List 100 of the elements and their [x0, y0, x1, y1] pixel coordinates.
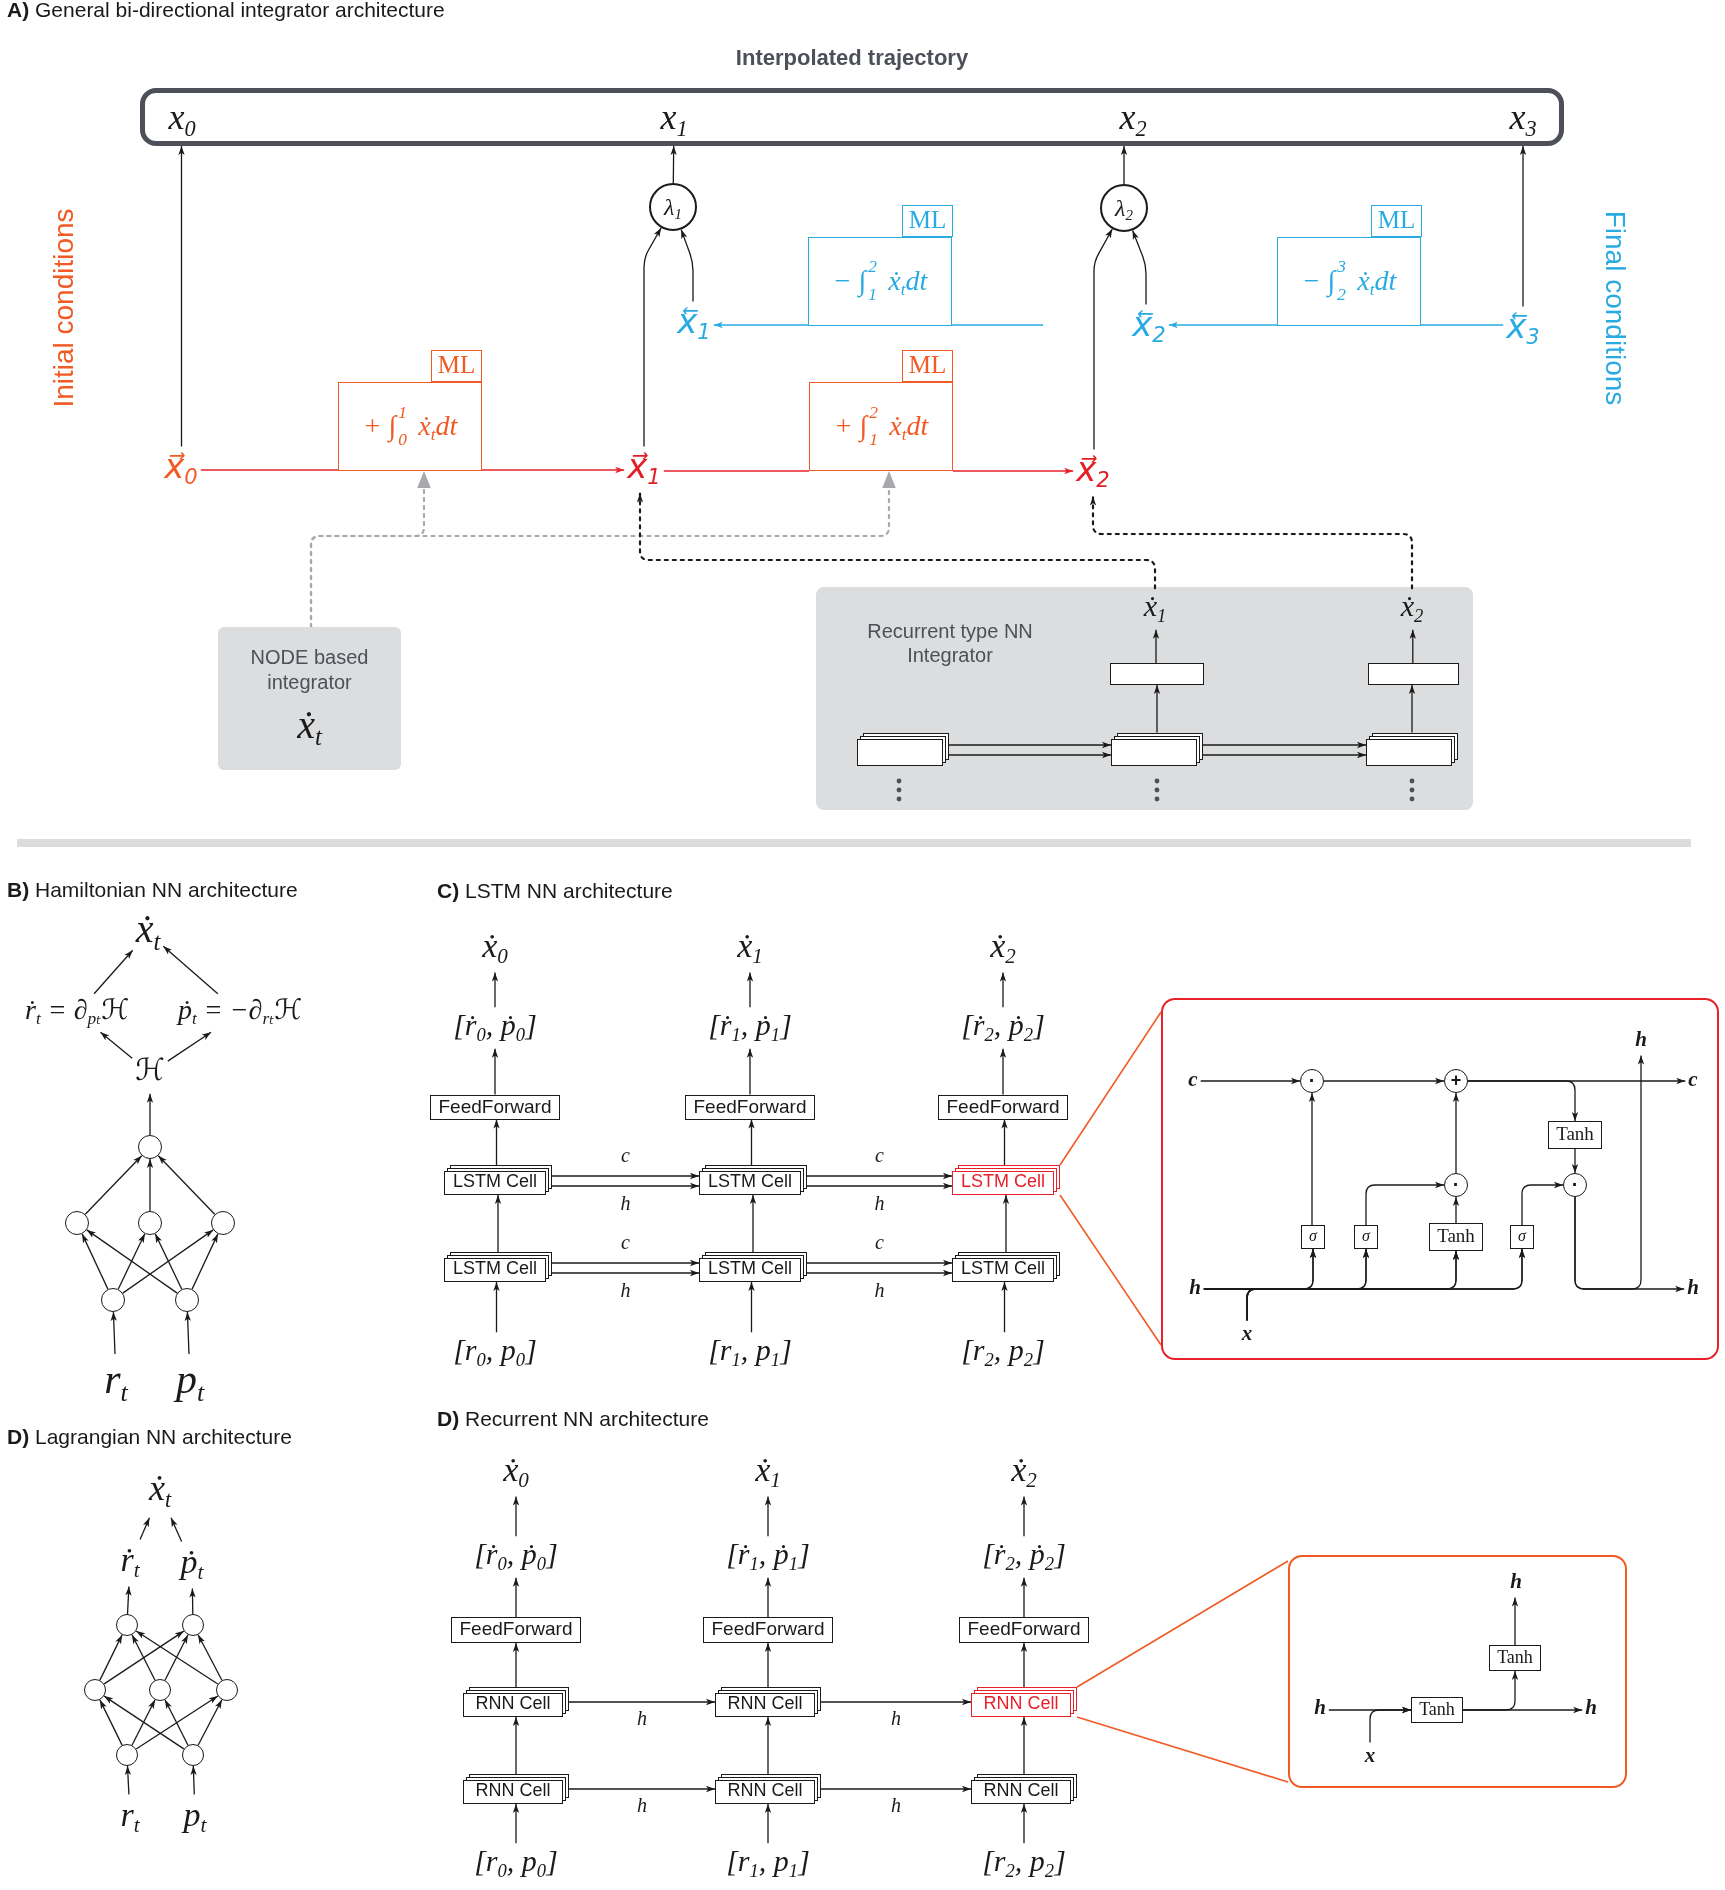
arrow: [551, 1172, 700, 1180]
derivative-symbol: ẋ$_{2}$: [1008, 1449, 1040, 1497]
arrow: [1020, 1642, 1028, 1688]
arrow: [164, 1634, 189, 1681]
edge-label: c: [874, 1143, 885, 1168]
trajectory-heading: Interpolated trajectory: [734, 44, 970, 72]
derivative-symbol: ẋ$_{t}$: [297, 702, 322, 752]
arrow: [551, 1182, 700, 1190]
arrow: [764, 1642, 772, 1688]
signal-label: h: [1632, 1026, 1650, 1056]
neuron-circle: [116, 1614, 138, 1636]
panel-title: A) General bi-directional integrator architecture: [7, 0, 445, 22]
feedforward-box: FeedForward: [685, 1094, 815, 1120]
connector-line: [951, 324, 1044, 326]
feedforward-box: FeedForward: [959, 1617, 1089, 1643]
arrow: [103, 1630, 185, 1685]
panel-title: B) Hamiltonian NN architecture: [7, 878, 298, 902]
arrow: [93, 949, 134, 995]
arrow: [167, 1031, 212, 1062]
arrow: [491, 971, 499, 1008]
arrow: [551, 1259, 700, 1267]
state-symbol: x⃖$_{1}$: [674, 301, 714, 349]
arrow: [1409, 629, 1416, 664]
derivative-symbol: ẋ$_{0}$: [500, 1449, 532, 1497]
ml-tag: ML: [902, 350, 953, 382]
arrow: [1571, 1148, 1579, 1174]
integrator-panel: [816, 587, 1473, 810]
sigmoid-gate: σ: [1510, 1225, 1534, 1249]
arrow: [184, 1311, 191, 1355]
arrow: [680, 228, 694, 303]
edge-label: h: [636, 1706, 648, 1731]
hamiltonian-symbol: ℋ: [132, 1052, 168, 1094]
signal-label: h: [1186, 1274, 1204, 1304]
derivative-symbol: ẋ$_{t}$: [132, 905, 164, 961]
vector-label: [r$_{0}$, p$_{0}$]: [471, 1843, 561, 1885]
derivative-symbol: ẋ$_{t}$: [145, 1468, 175, 1518]
vector-label: [ṙ$_{2}$, ṗ$_{2}$]: [958, 1007, 1048, 1049]
add-gate: +: [1444, 1069, 1468, 1093]
panel-title: D) Lagrangian NN architecture: [7, 1425, 292, 1449]
arrow: [1202, 751, 1367, 759]
rnn-cell-stack: RNN Cell: [715, 1774, 821, 1804]
lambda-circle: λ$_{2}$: [1100, 184, 1148, 232]
rnn-cell-stack: RNN Cell: [971, 1687, 1077, 1717]
lstm-cell-stack: LSTM Cell: [444, 1252, 552, 1282]
arrow: [764, 1495, 772, 1537]
state-symbol: x⃖$_{2}$: [1129, 304, 1169, 352]
feedforward-box: FeedForward: [451, 1617, 581, 1643]
arrow: [493, 1281, 500, 1333]
derivative-symbol: ẋ$_{2}$: [987, 925, 1019, 973]
arrow: [135, 1695, 219, 1750]
arrow: [1452, 1196, 1460, 1224]
lstm-cell-stack: LSTM Cell: [952, 1252, 1060, 1282]
arrow: [1093, 228, 1113, 451]
arrow: [1168, 321, 1278, 329]
arrow: [1001, 1118, 1008, 1166]
vector-label: [ṙ$_{0}$, ṗ$_{0}$]: [471, 1536, 561, 1578]
arrow: [117, 1233, 146, 1290]
arrow: [1202, 741, 1367, 749]
arrow: [764, 1577, 772, 1618]
tanh-gate: Tanh: [1489, 1645, 1541, 1671]
ml-tag: ML: [902, 205, 953, 237]
arrow: [1365, 1181, 1445, 1226]
equation-label: ṗ$_{t}$ = −∂$_{rₜ}$ℋ: [175, 993, 305, 1033]
arrow: [1120, 145, 1128, 185]
arrow: [493, 1118, 500, 1166]
connector-line: [1420, 324, 1504, 326]
arrow: [670, 145, 677, 184]
arrow: [1200, 1077, 1301, 1085]
signal-label: h: [1582, 1694, 1600, 1724]
signal-label: h: [1507, 1568, 1525, 1598]
signal-label: c: [1685, 1066, 1701, 1096]
arrow: [1323, 1077, 1445, 1085]
arrow: [748, 1281, 755, 1333]
signal-label: h: [1684, 1274, 1702, 1304]
input-symbol: p$_{t}$: [180, 1794, 210, 1842]
derivative-symbol: ẋ$_{1}$: [734, 925, 766, 973]
neuron-circle: [116, 1744, 138, 1766]
lstm-cell-stack: LSTM Cell: [952, 1165, 1060, 1195]
arrow: [1020, 1716, 1028, 1775]
neuron-circle: [216, 1679, 238, 1701]
neuron-circle: [84, 1679, 106, 1701]
integral-box: + ∫$_{1}$$^{2}$ ẋ$_{t}$dt: [809, 382, 953, 471]
rnn-cell-stack: RNN Cell: [463, 1774, 569, 1804]
signal-label: x: [1361, 1742, 1379, 1772]
vector-label: [r$_{1}$, p$_{1}$]: [705, 1332, 795, 1374]
lstm-cell-stack: LSTM Cell: [699, 1165, 807, 1195]
arrow: [764, 1716, 772, 1775]
arrow: [1001, 1281, 1008, 1333]
connector-line: [663, 470, 810, 472]
vector-label: [r$_{0}$, p$_{0}$]: [450, 1332, 540, 1374]
arrow: [146, 1093, 154, 1136]
arrow: [806, 1269, 953, 1277]
arrow: [1131, 229, 1147, 306]
tanh-gate: Tanh: [1548, 1121, 1602, 1149]
edge-label: h: [619, 1191, 632, 1216]
arrow: [157, 1155, 216, 1215]
arrow: [713, 321, 809, 329]
state-symbol: x⃗$_{2}$: [1073, 449, 1113, 497]
arrow: [197, 1634, 223, 1681]
arrow: [162, 945, 219, 995]
